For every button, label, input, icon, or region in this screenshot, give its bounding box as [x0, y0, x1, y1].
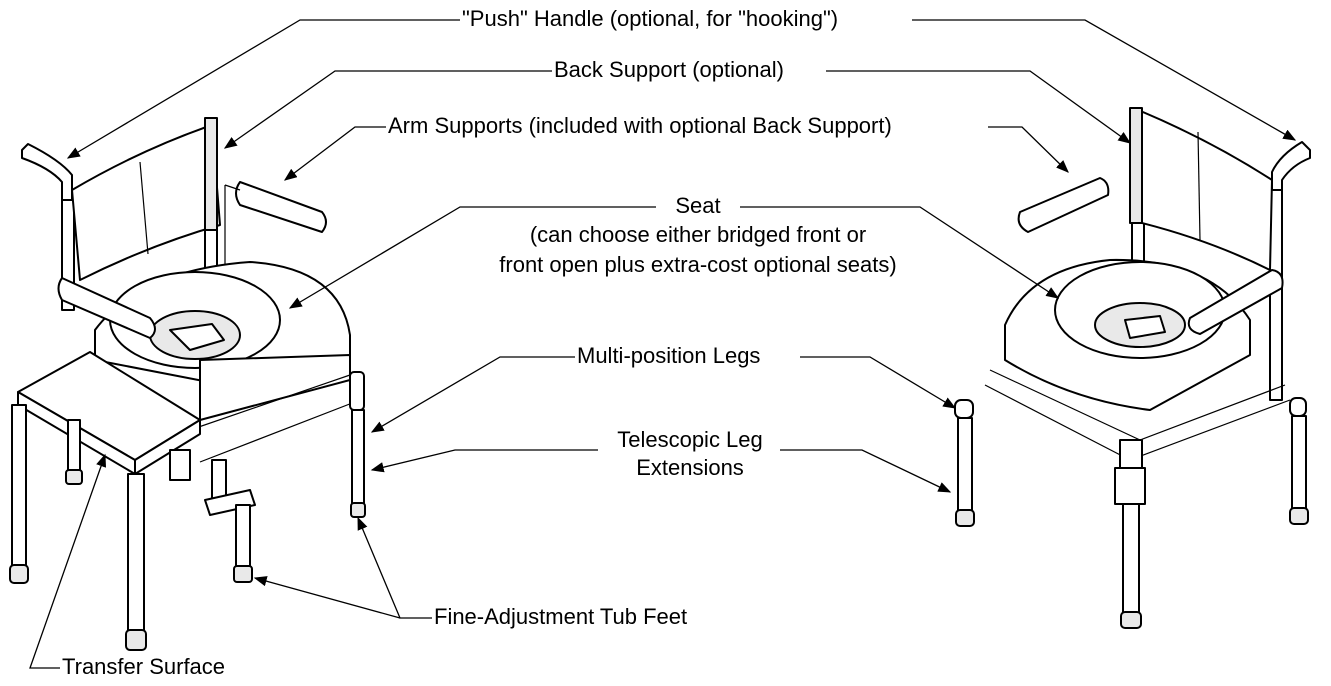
- right-chair: [954, 107, 1311, 629]
- label-telescopic-line-2: Extensions: [634, 455, 746, 481]
- label-fine-adjustment-feet: Fine-Adjustment Tub Feet: [432, 604, 690, 630]
- label-transfer-surface: Transfer Surface: [60, 654, 228, 680]
- label-arm-supports: Arm Supports (included with optional Bac…: [386, 113, 894, 139]
- label-multi-position-legs: Multi-position Legs: [575, 343, 763, 369]
- label-push-handle: "Push" Handle (optional, for "hooking"): [460, 6, 841, 32]
- label-back-support: Back Support (optional): [552, 57, 786, 83]
- label-telescopic-line-1: Telescopic Leg: [615, 427, 765, 453]
- leader-lines: [29, 19, 1297, 669]
- left-chair: [9, 117, 366, 651]
- label-seat-desc-2: front open plus extra-cost optional seat…: [497, 252, 899, 278]
- label-seat: Seat: [673, 193, 723, 219]
- label-seat-desc-1: (can choose either bridged front or: [527, 222, 869, 248]
